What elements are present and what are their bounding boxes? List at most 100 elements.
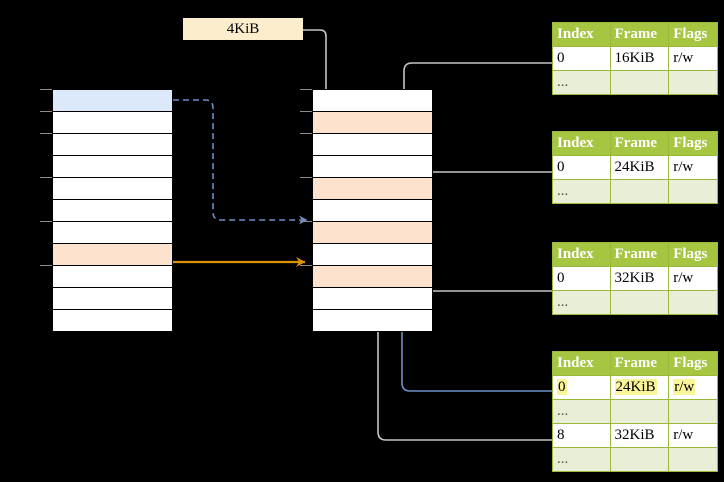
table-row: ... [552,399,718,424]
cell-index: ... [552,290,611,315]
vaddr-cell-1 [52,111,173,134]
cell-frame [609,399,670,424]
cell-frame: 16KiB [609,46,670,71]
cell-flags: r/w [668,155,718,180]
frame-cell-5 [312,199,433,222]
cell-flags [668,179,718,204]
frame-tick-3 [300,177,312,178]
cell-flags [668,447,718,472]
table-row: ... [552,70,718,95]
cell-index: ... [552,179,611,204]
cell-index: 0 [552,375,611,400]
cell-flags: r/w [668,375,718,400]
column-header-index: Index [552,131,611,156]
column-header-index: Index [552,351,611,376]
cell-frame: 32KiB [609,266,670,291]
frame-cell-0 [312,89,433,112]
vaddr-cell-0 [52,89,173,112]
vaddr-cell-3 [52,155,173,178]
frame-cell-9 [312,287,433,310]
highlight-span: 24KiB [614,379,657,395]
cell-frame [609,290,670,315]
column-header-index: Index [552,22,611,47]
vaddr-cell-7 [52,243,173,266]
column-header-frame: Frame [609,242,670,267]
vaddr-cell-2 [52,133,173,156]
highlight-span: r/w [673,379,696,395]
table-row: 0 24KiB r/w [552,375,718,400]
vaddr-cell-6 [52,221,173,244]
column-header-flags: Flags [668,131,718,156]
cell-frame: 32KiB [609,423,670,448]
vaddr-cell-8 [52,265,173,288]
vaddr-tick-3 [40,177,52,178]
cell-index: 8 [552,423,611,448]
vaddr-tick-1 [40,111,52,112]
column-header-flags: Flags [668,22,718,47]
frame-tick-4 [300,221,312,222]
cell-flags [668,70,718,95]
cell-index: 0 [552,46,611,71]
column-header-flags: Flags [668,351,718,376]
column-header-frame: Frame [609,22,670,47]
column-header-flags: Flags [668,242,718,267]
frame-tick-5 [300,265,312,266]
column-header-frame: Frame [609,131,670,156]
cell-frame [609,70,670,95]
column-header-frame: Frame [609,351,670,376]
column-header-index: Index [552,242,611,267]
frame-tick-2 [300,133,312,134]
cell-frame: 24KiB [609,375,670,400]
vaddr-tick-2 [40,133,52,134]
cell-index: ... [552,447,611,472]
cell-index: ... [552,399,611,424]
vaddr-tick-0 [40,89,52,90]
cell-index: ... [552,70,611,95]
cell-flags: r/w [668,46,718,71]
physical-memory-column [312,89,433,332]
table-row: ... [552,290,718,315]
frame-cell-6 [312,221,433,244]
frame-tick-0 [300,89,312,90]
frame-tick-1 [300,111,312,112]
cell-frame [609,447,670,472]
vaddr-cell-5 [52,199,173,222]
cell-flags [668,290,718,315]
frame-cell-1 [312,111,433,134]
cell-index: 0 [552,155,611,180]
cell-flags [668,399,718,424]
frame-cell-2 [312,133,433,156]
vaddr-tick-5 [40,265,52,266]
cell-frame [609,179,670,204]
cell-index: 0 [552,266,611,291]
highlight-span: 0 [557,379,567,395]
frame-cell-4 [312,177,433,200]
vaddr-cell-10 [52,309,173,332]
cell-flags: r/w [668,423,718,448]
frame-cell-7 [312,243,433,266]
cell-flags: r/w [668,266,718,291]
virtual-address-space-column [52,89,173,332]
cell-frame: 24KiB [609,155,670,180]
vaddr-cell-4 [52,177,173,200]
vaddr-cell-9 [52,287,173,310]
table-row: ... [552,447,718,472]
wire-vaddr-to-frame7-dashed [173,99,308,225]
size-label-4kib: 4KiB [183,18,303,40]
table-row: ... [552,179,718,204]
frame-cell-10 [312,309,433,332]
vaddr-tick-4 [40,221,52,222]
